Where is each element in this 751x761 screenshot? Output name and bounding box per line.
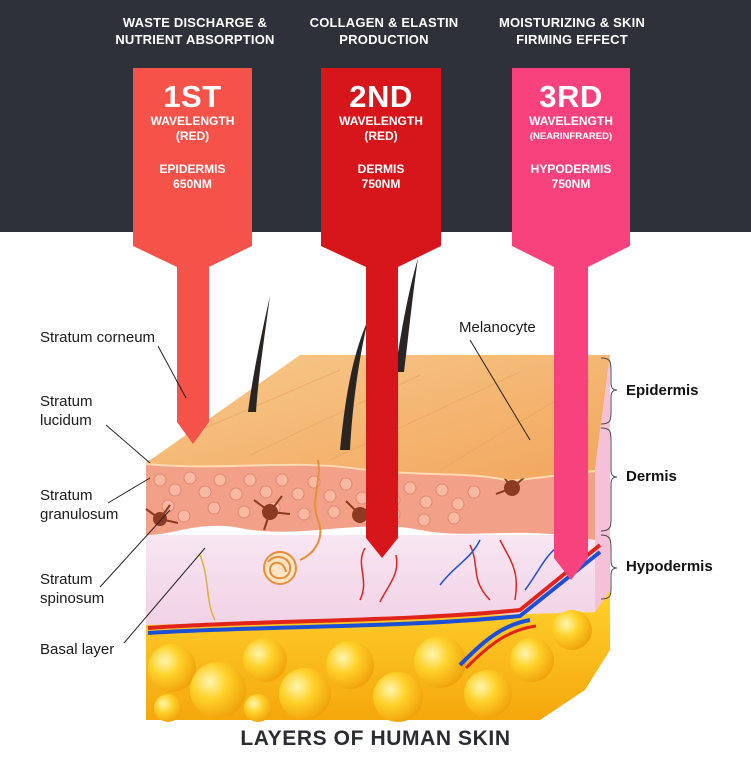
light-type: (NEARINFRARED) — [529, 131, 613, 142]
layer-brackets — [600, 357, 618, 600]
capillaries — [199, 539, 561, 621]
wavelength-ordinal: 2ND — [349, 79, 413, 114]
light-type: (RED) — [364, 129, 398, 143]
target-layer: DERMIS — [357, 162, 405, 176]
wavelength-label: WAVELENGTH — [529, 114, 613, 128]
wavelength-nm: 750NM — [551, 177, 591, 191]
arrow-2nd — [321, 68, 441, 558]
benefit-2nd: COLLAGEN & ELASTIN PRODUCTION — [309, 15, 459, 47]
label-stratum-corneum: Stratum corneum — [40, 329, 156, 346]
vein — [147, 550, 602, 635]
hair-3 — [395, 258, 418, 372]
hair-2 — [340, 320, 368, 450]
benefit-1st: WASTE DISCHARGE & NUTRIENT ABSORPTION — [115, 15, 275, 47]
label-stratum-lucidum: Stratum lucidum — [40, 393, 93, 429]
arrow-1st — [133, 68, 252, 444]
arrow-3rd-text: 3RD WAVELENGTH (NEARINFRARED) HYPODERMIS… — [512, 80, 630, 192]
wavelength-nm: 750NM — [361, 177, 401, 191]
artery — [147, 543, 602, 630]
hair-1 — [248, 296, 270, 412]
wavelength-ordinal: 1ST — [163, 79, 222, 114]
label-dermis: Dermis — [626, 468, 677, 485]
arrow-1st-text: 1ST WAVELENGTH (RED) EPIDERMIS 650NM — [133, 80, 252, 192]
wavelength-nm: 650NM — [173, 177, 212, 191]
wavelength-label: WAVELENGTH — [339, 114, 423, 128]
sweat-gland — [263, 459, 322, 585]
label-hypodermis: Hypodermis — [626, 558, 713, 575]
wavelength-label: WAVELENGTH — [150, 114, 235, 128]
light-type: (RED) — [175, 129, 210, 143]
wavelength-ordinal: 3RD — [539, 79, 603, 114]
leader-lines — [99, 339, 531, 644]
label-stratum-granulosum: Stratum granulosum — [40, 487, 119, 523]
arrow-2nd-text: 2ND WAVELENGTH (RED) DERMIS 750NM — [321, 80, 441, 192]
label-epidermis: Epidermis — [626, 382, 699, 399]
fat-cells — [148, 610, 592, 722]
benefit-3rd: MOISTURIZING & SKIN FIRMING EFFECT — [498, 15, 646, 47]
arrow-3rd — [512, 68, 630, 580]
dermis-layer — [146, 535, 595, 625]
target-layer: HYPODERMIS — [530, 162, 612, 176]
diagram-title: LAYERS OF HUMAN SKIN — [240, 727, 511, 750]
label-melanocyte: Melanocyte — [459, 319, 536, 336]
target-layer: EPIDERMIS — [159, 162, 226, 176]
label-basal-layer: Basal layer — [40, 641, 115, 658]
melanocyte-cells — [145, 471, 527, 531]
label-stratum-spinosum: Stratum spinosum — [40, 571, 105, 607]
